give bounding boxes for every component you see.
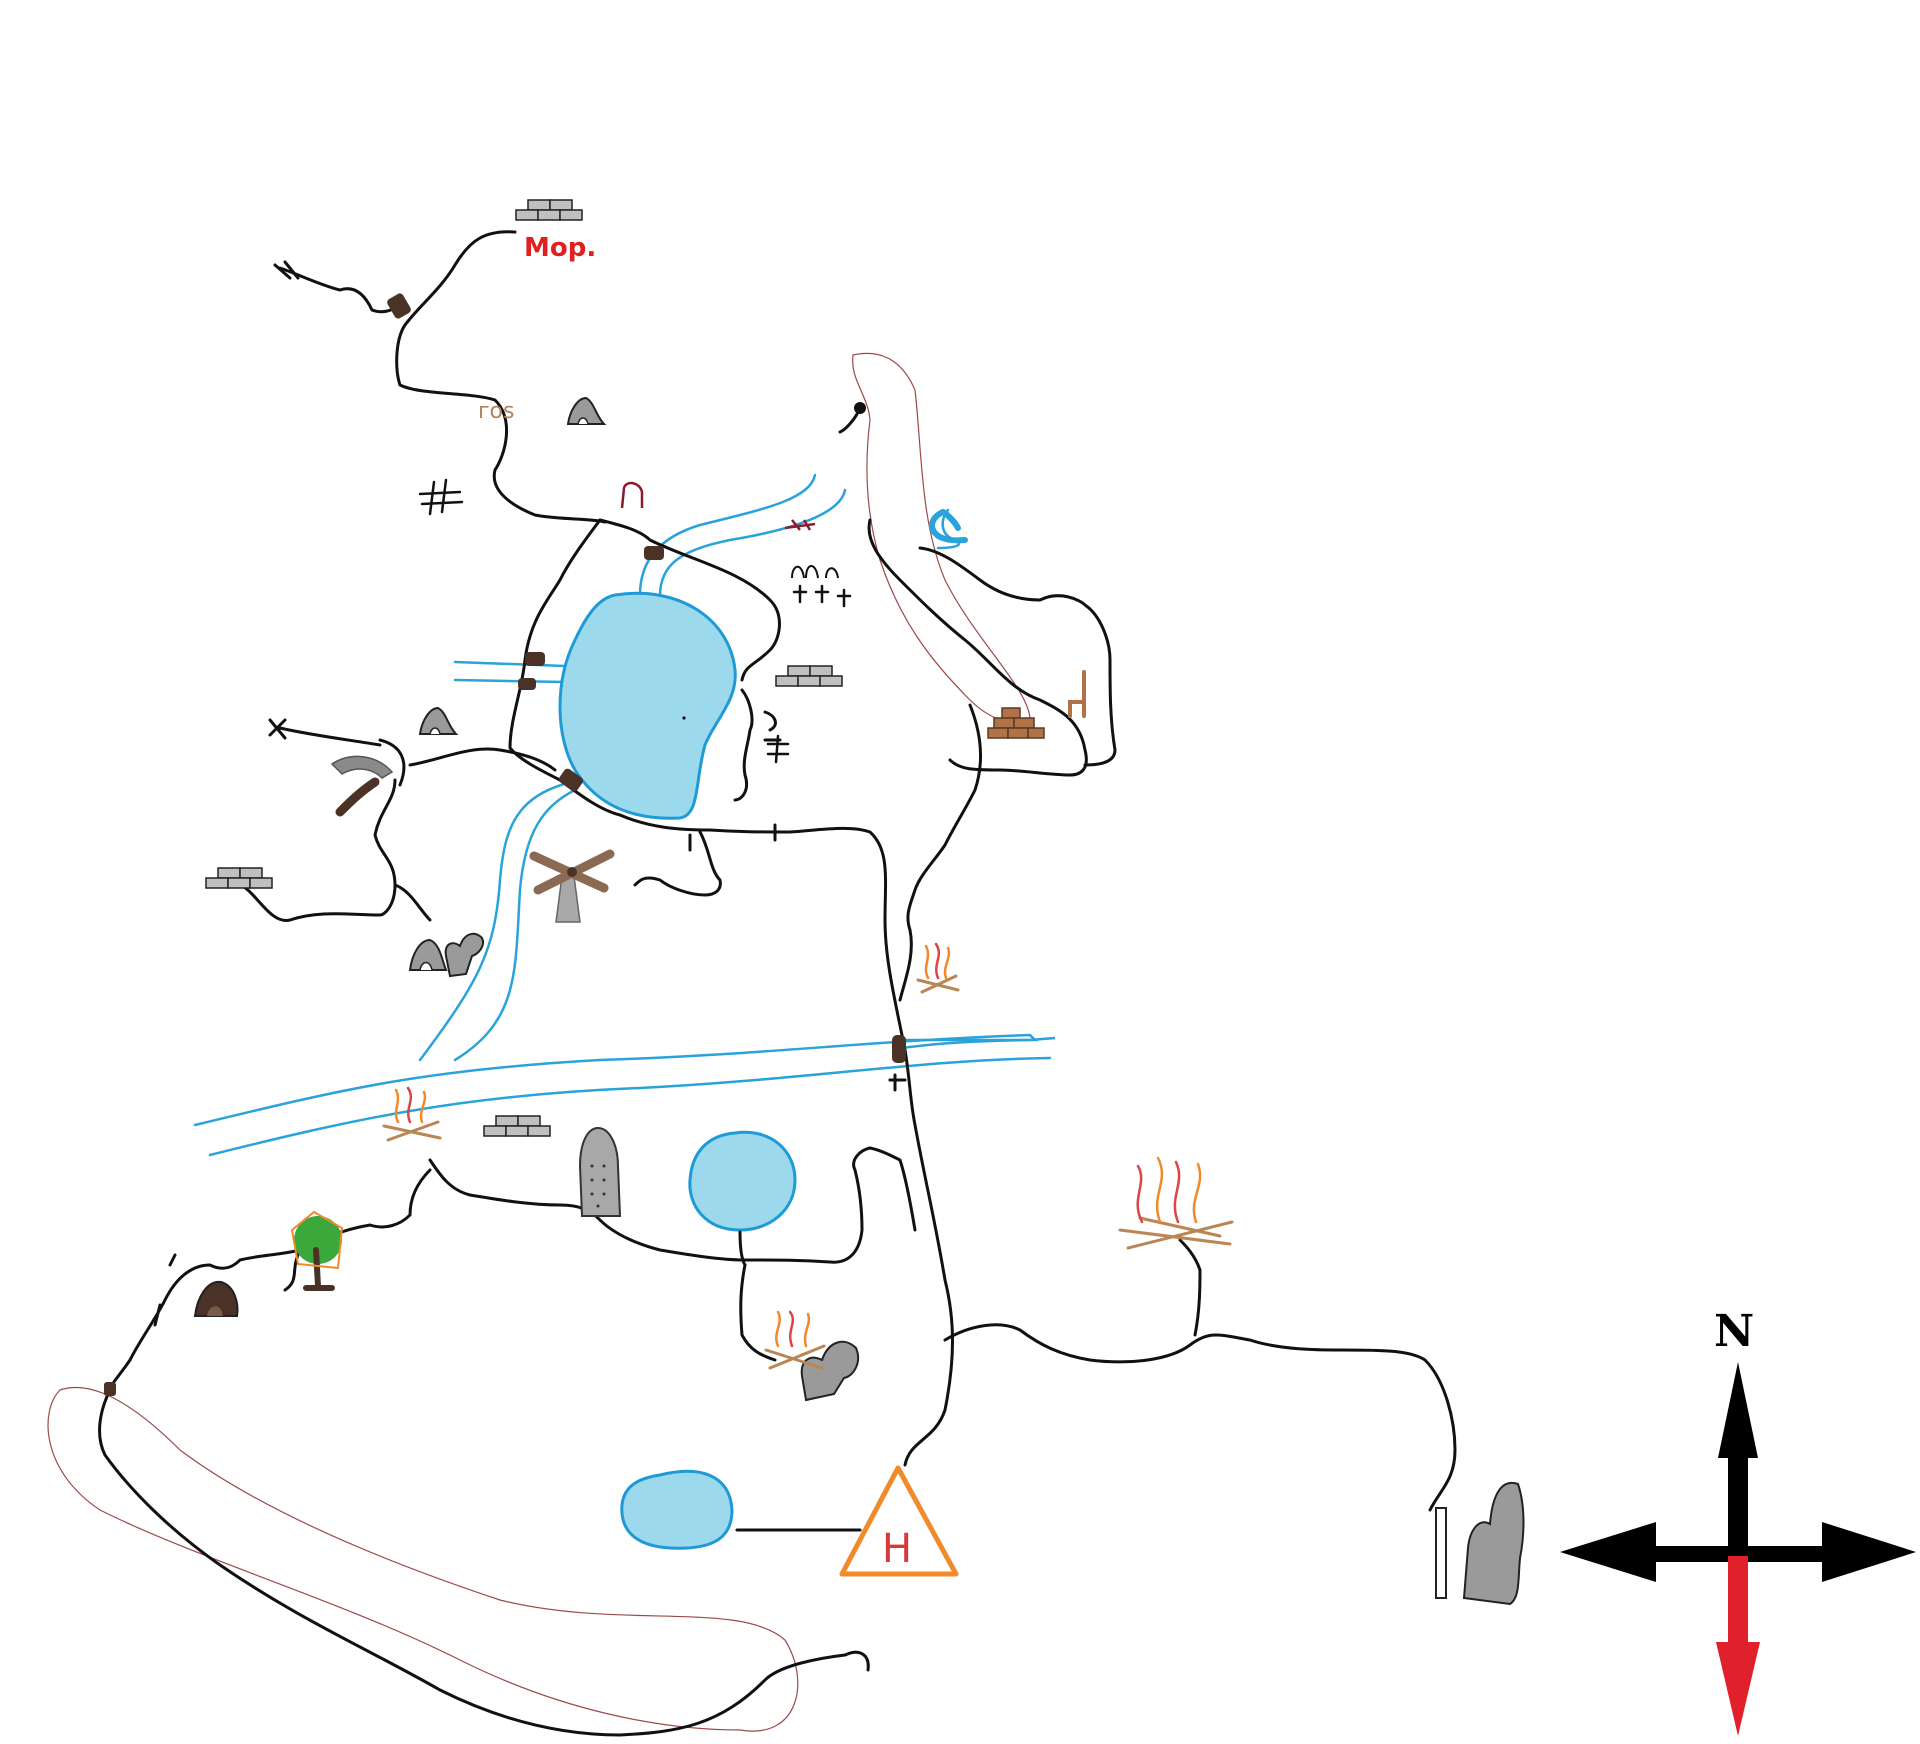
south-valley-outline (47, 1386, 799, 1732)
bridge (558, 768, 584, 792)
compass-north-arrow (1718, 1362, 1758, 1556)
stone-buildings-icon (205, 867, 273, 889)
river-main-lower (208, 1056, 1052, 1157)
graveyard-icon (791, 565, 852, 608)
bridge (644, 546, 664, 560)
river-west-a (453, 660, 567, 668)
campfire-icon (916, 942, 960, 994)
cave-icon (418, 706, 459, 735)
lake-center-dot (682, 716, 686, 720)
rivers (193, 473, 1056, 1157)
bridge (104, 1382, 116, 1396)
windmill-icon (529, 849, 615, 923)
bridges (104, 293, 906, 1396)
bridge (387, 293, 411, 319)
river-north-a (638, 473, 817, 597)
tower-icon (578, 1126, 622, 1217)
fence-icon (418, 478, 464, 516)
lake-south-round (688, 1130, 797, 1232)
compass-east-arrow (1748, 1522, 1916, 1582)
campfire-icon (382, 1086, 442, 1142)
pickaxe-icon (330, 755, 394, 817)
big-lake (558, 591, 737, 820)
river-west-b (453, 678, 567, 684)
label-mor: Mop. (524, 233, 596, 263)
stone-buildings-icon (775, 665, 843, 687)
roads (98, 230, 1457, 1737)
chair-icon (1068, 670, 1086, 718)
cave-icon (566, 396, 607, 425)
river-south-a (418, 776, 592, 1062)
compass-north-label: N (1714, 1306, 1754, 1357)
mine-hut-icon (1435, 1481, 1525, 1606)
campfire-icon (764, 1310, 826, 1370)
tree-icon (290, 1210, 344, 1291)
cave-icon (408, 938, 448, 971)
bridge (525, 652, 545, 666)
mine-hut-icon (444, 932, 484, 978)
river-north-b (658, 488, 847, 598)
brick-house-icon (987, 707, 1045, 739)
red-mark (784, 519, 816, 531)
river-south-b (453, 788, 577, 1062)
cave-icon (193, 1280, 239, 1317)
spring-path (838, 406, 862, 434)
lakes (558, 509, 968, 1550)
bridge (892, 1035, 906, 1063)
crescent-pond (929, 509, 968, 544)
red-arch-mark (620, 481, 644, 509)
bridge (518, 678, 536, 690)
label-gos: гоѕ (478, 399, 514, 424)
compass-west-arrow (1560, 1522, 1728, 1582)
mine-hut-icon (800, 1340, 860, 1402)
hospital-icon: H (839, 1465, 959, 1577)
lake-hospital (620, 1469, 734, 1550)
compass-icon: N (1560, 1306, 1916, 1736)
fence-icon (766, 734, 790, 764)
hospital-label: H (882, 1526, 912, 1572)
stone-buildings-icon (515, 199, 583, 221)
compass-south-arrow (1716, 1556, 1760, 1736)
campfire-icon (1118, 1156, 1234, 1250)
stone-buildings-icon (483, 1115, 551, 1137)
